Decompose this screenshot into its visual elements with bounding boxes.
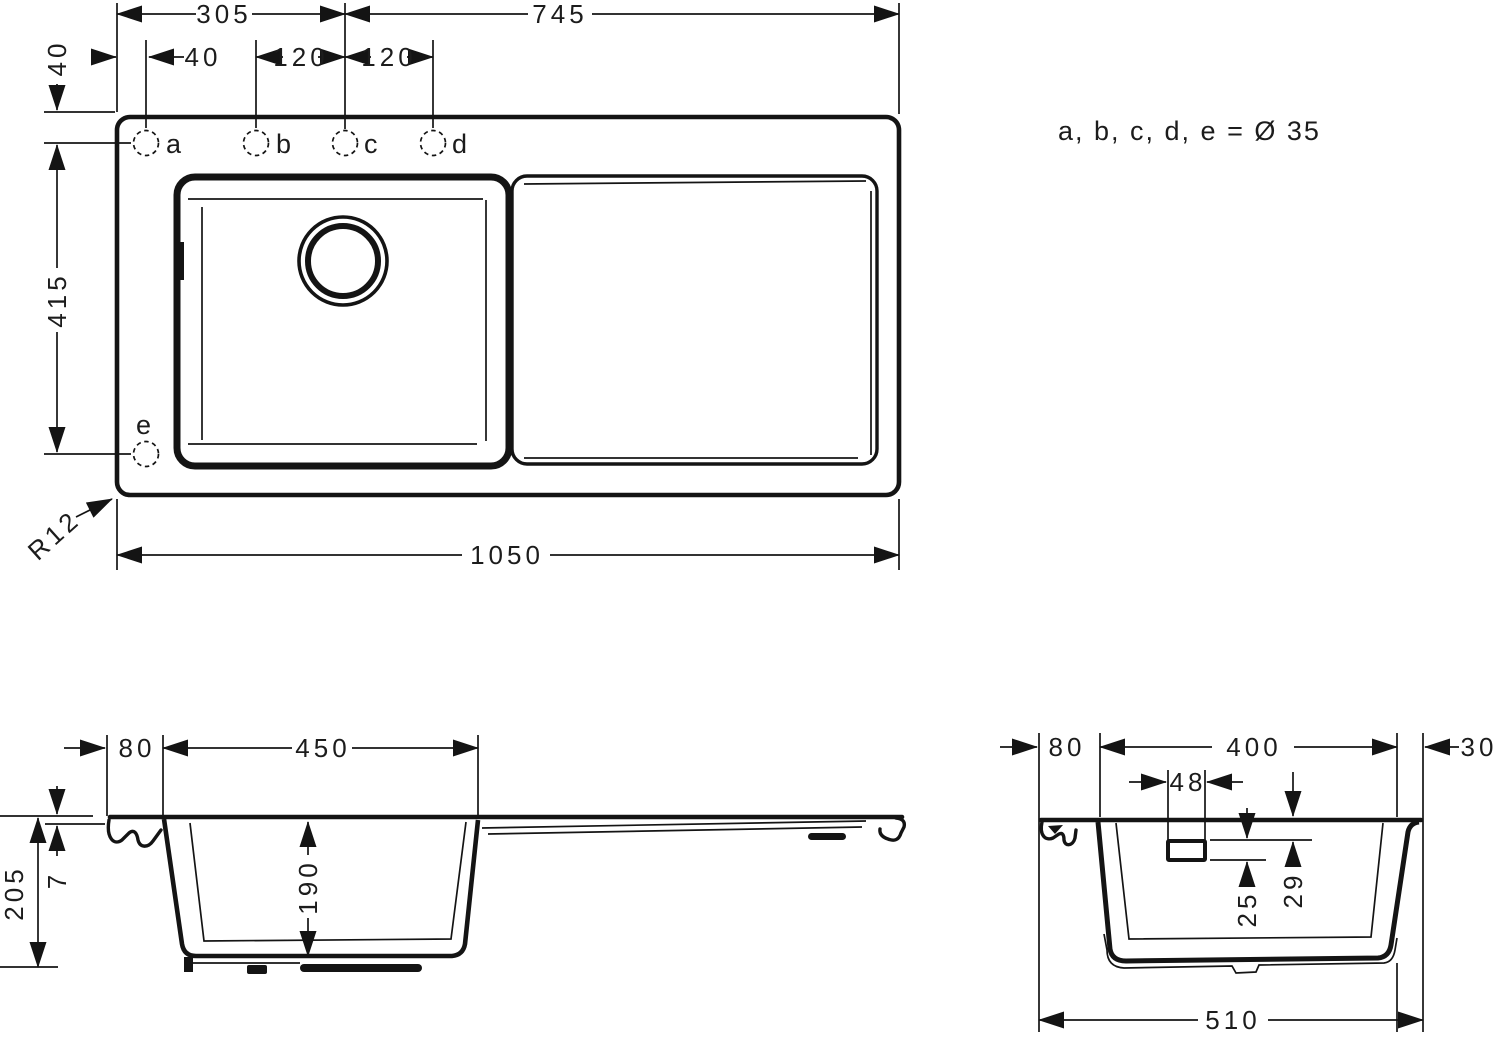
left-rim-clip-profile bbox=[106, 818, 163, 848]
rim-clip-notch bbox=[1048, 825, 1063, 834]
bowl-cross-outer-contour bbox=[1103, 933, 1398, 974]
r12-leader-line bbox=[75, 498, 113, 518]
top-view: a b c d e 305 745 bbox=[22, 0, 1321, 570]
cross-section-view: 80 400 30 48 25 29 510 bbox=[1000, 732, 1498, 1035]
length-section-view: 80 450 205 7 190 bbox=[0, 733, 907, 974]
dim-lines-205-7-190 bbox=[29, 786, 317, 968]
drainboard-underside-line-2 bbox=[487, 826, 863, 835]
dim-label-1050: 1050 bbox=[470, 540, 544, 570]
bowl-inner-edge bbox=[188, 198, 487, 445]
bowl-cross-wall bbox=[1095, 819, 1420, 964]
dim-label-80-end: 80 bbox=[1049, 732, 1086, 762]
tap-hole-e bbox=[132, 440, 160, 468]
bowl-section-inner-edge bbox=[189, 821, 467, 942]
drain-outer-circle bbox=[297, 215, 389, 307]
bowl-bottom-bar bbox=[300, 964, 422, 972]
dim-label-40-top: 40 bbox=[42, 40, 72, 77]
hole-diameter-note: a, b, c, d, e = Ø 35 bbox=[1058, 116, 1321, 146]
drainboard-underside-line-1 bbox=[481, 820, 867, 829]
tap-hole-a bbox=[132, 129, 160, 157]
dim-label-305: 305 bbox=[196, 0, 251, 29]
drainboard-clip-bar bbox=[808, 833, 846, 840]
dim-label-120-2: 120 bbox=[361, 42, 416, 72]
dim-label-190: 190 bbox=[293, 859, 323, 914]
hole-label-b: b bbox=[276, 129, 291, 159]
tap-hole-c bbox=[331, 129, 359, 157]
dim-label-415: 415 bbox=[42, 272, 72, 327]
left-rim-clip-profile-end bbox=[1039, 820, 1078, 847]
bowl-cross-inner-edge bbox=[1115, 822, 1384, 940]
sink-outline bbox=[114, 114, 902, 498]
dim-label-80-side: 80 bbox=[119, 733, 156, 763]
drainboard-outline bbox=[510, 174, 879, 466]
dim-lines-25-29 bbox=[1238, 772, 1302, 887]
length-section-extension-lines bbox=[0, 735, 479, 968]
dim-label-29: 29 bbox=[1278, 872, 1308, 909]
dim-label-25: 25 bbox=[1232, 891, 1262, 928]
dim-label-205: 205 bbox=[0, 865, 29, 920]
dim-label-450: 450 bbox=[295, 733, 350, 763]
bowl-foot-left bbox=[184, 957, 193, 972]
bowl-outline bbox=[173, 173, 513, 470]
overflow-opening bbox=[1166, 839, 1207, 862]
cross-section-body bbox=[1038, 817, 1424, 974]
dim-label-40-holes: 40 bbox=[185, 42, 222, 72]
hole-label-c: c bbox=[364, 129, 378, 159]
drain-inner-circle bbox=[305, 223, 381, 299]
dim-label-7: 7 bbox=[42, 875, 72, 889]
bowl-section-wall bbox=[161, 818, 481, 959]
hole-label-d: d bbox=[452, 129, 467, 159]
length-section-body bbox=[106, 814, 907, 974]
tap-hole-b bbox=[242, 129, 270, 157]
tap-holes bbox=[132, 129, 447, 468]
dim-label-510: 510 bbox=[1205, 1005, 1260, 1035]
dim-label-120-1: 120 bbox=[273, 42, 328, 72]
right-rim-clip-profile bbox=[878, 816, 907, 842]
tap-hole-d bbox=[419, 129, 447, 157]
dim-label-400: 400 bbox=[1226, 732, 1281, 762]
dim-label-30: 30 bbox=[1461, 732, 1498, 762]
dim-label-48: 48 bbox=[1170, 767, 1207, 797]
cross-section-extension-lines bbox=[1038, 733, 1424, 1032]
bowl-foot-mid bbox=[247, 965, 267, 974]
hole-label-e: e bbox=[136, 410, 151, 440]
drainboard-inner-edge bbox=[523, 180, 872, 459]
dim-label-745: 745 bbox=[532, 0, 587, 29]
hole-label-a: a bbox=[166, 129, 182, 159]
